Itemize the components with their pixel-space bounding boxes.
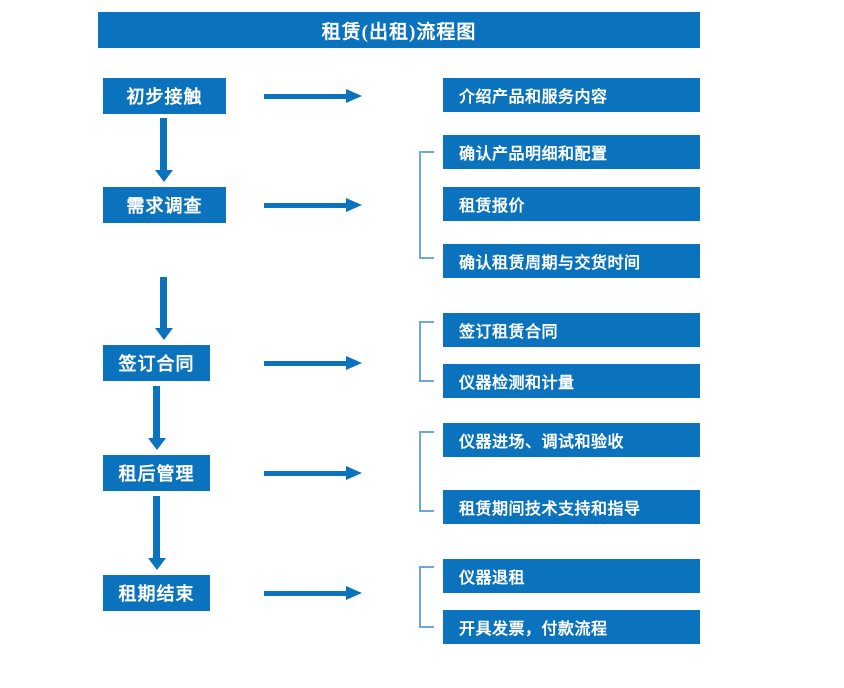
horizontal-arrow-4 bbox=[264, 465, 362, 481]
arrow-head bbox=[346, 356, 362, 370]
group-bracket-zuhou-guanli bbox=[419, 431, 434, 512]
page-title: 租赁(出租)流程图 bbox=[98, 12, 700, 48]
arrow-head bbox=[346, 466, 362, 480]
detail-box-queren-zulin-zhouqi[interactable]: 确认租赁周期与交货时间 bbox=[443, 244, 700, 278]
detail-box-kaiju-fapiao[interactable]: 开具发票，付款流程 bbox=[443, 610, 700, 644]
vertical-arrow-4 bbox=[148, 496, 166, 570]
arrow-head bbox=[346, 198, 362, 212]
arrow-shaft bbox=[153, 496, 160, 559]
detail-box-yiqi-jinchang-tiaoshi[interactable]: 仪器进场、调试和验收 bbox=[443, 423, 700, 457]
detail-box-zulin-qijian-zhichi[interactable]: 租赁期间技术支持和指导 bbox=[443, 490, 700, 524]
stage-box-chubu-jiechu[interactable]: 初步接触 bbox=[103, 78, 226, 114]
horizontal-arrow-5 bbox=[264, 585, 362, 601]
group-bracket-xuqiu-diaocha bbox=[419, 151, 434, 259]
stage-box-qianding-hetong[interactable]: 签订合同 bbox=[103, 345, 210, 381]
arrow-shaft bbox=[153, 386, 160, 439]
stage-box-xuqiu-diaocha[interactable]: 需求调查 bbox=[103, 187, 226, 223]
vertical-arrow-1 bbox=[155, 118, 173, 182]
arrow-shaft bbox=[160, 118, 167, 171]
vertical-arrow-2 bbox=[155, 277, 173, 340]
arrow-shaft bbox=[264, 203, 348, 208]
horizontal-arrow-3 bbox=[264, 355, 362, 371]
detail-box-qianding-zulin-hetong[interactable]: 签订租赁合同 bbox=[443, 313, 700, 347]
group-bracket-qianding-hetong bbox=[419, 321, 434, 382]
arrow-shaft bbox=[264, 94, 348, 99]
arrow-head bbox=[155, 328, 173, 340]
detail-box-yiqi-jiance-jiliang[interactable]: 仪器检测和计量 bbox=[443, 364, 700, 398]
stage-box-zuqi-jieshu[interactable]: 租期结束 bbox=[103, 575, 210, 611]
detail-box-jieshao-chanpin[interactable]: 介绍产品和服务内容 bbox=[443, 78, 700, 112]
horizontal-arrow-2 bbox=[264, 197, 362, 213]
stage-box-zuhou-guanli[interactable]: 租后管理 bbox=[103, 455, 210, 491]
arrow-shaft bbox=[264, 361, 348, 366]
horizontal-arrow-1 bbox=[264, 88, 362, 104]
arrow-shaft bbox=[264, 591, 348, 596]
arrow-head bbox=[155, 170, 173, 182]
arrow-head bbox=[148, 438, 166, 450]
detail-box-queren-chanpin-mingxi[interactable]: 确认产品明细和配置 bbox=[443, 135, 700, 169]
arrow-head bbox=[346, 586, 362, 600]
detail-box-yiqi-tuizu[interactable]: 仪器退租 bbox=[443, 559, 700, 593]
detail-box-zulin-baojia[interactable]: 租赁报价 bbox=[443, 187, 700, 221]
group-bracket-zuqi-jieshu bbox=[419, 566, 434, 628]
arrow-head bbox=[148, 558, 166, 570]
arrow-shaft bbox=[160, 277, 167, 329]
arrow-shaft bbox=[264, 471, 348, 476]
arrow-head bbox=[346, 89, 362, 103]
vertical-arrow-3 bbox=[148, 386, 166, 450]
